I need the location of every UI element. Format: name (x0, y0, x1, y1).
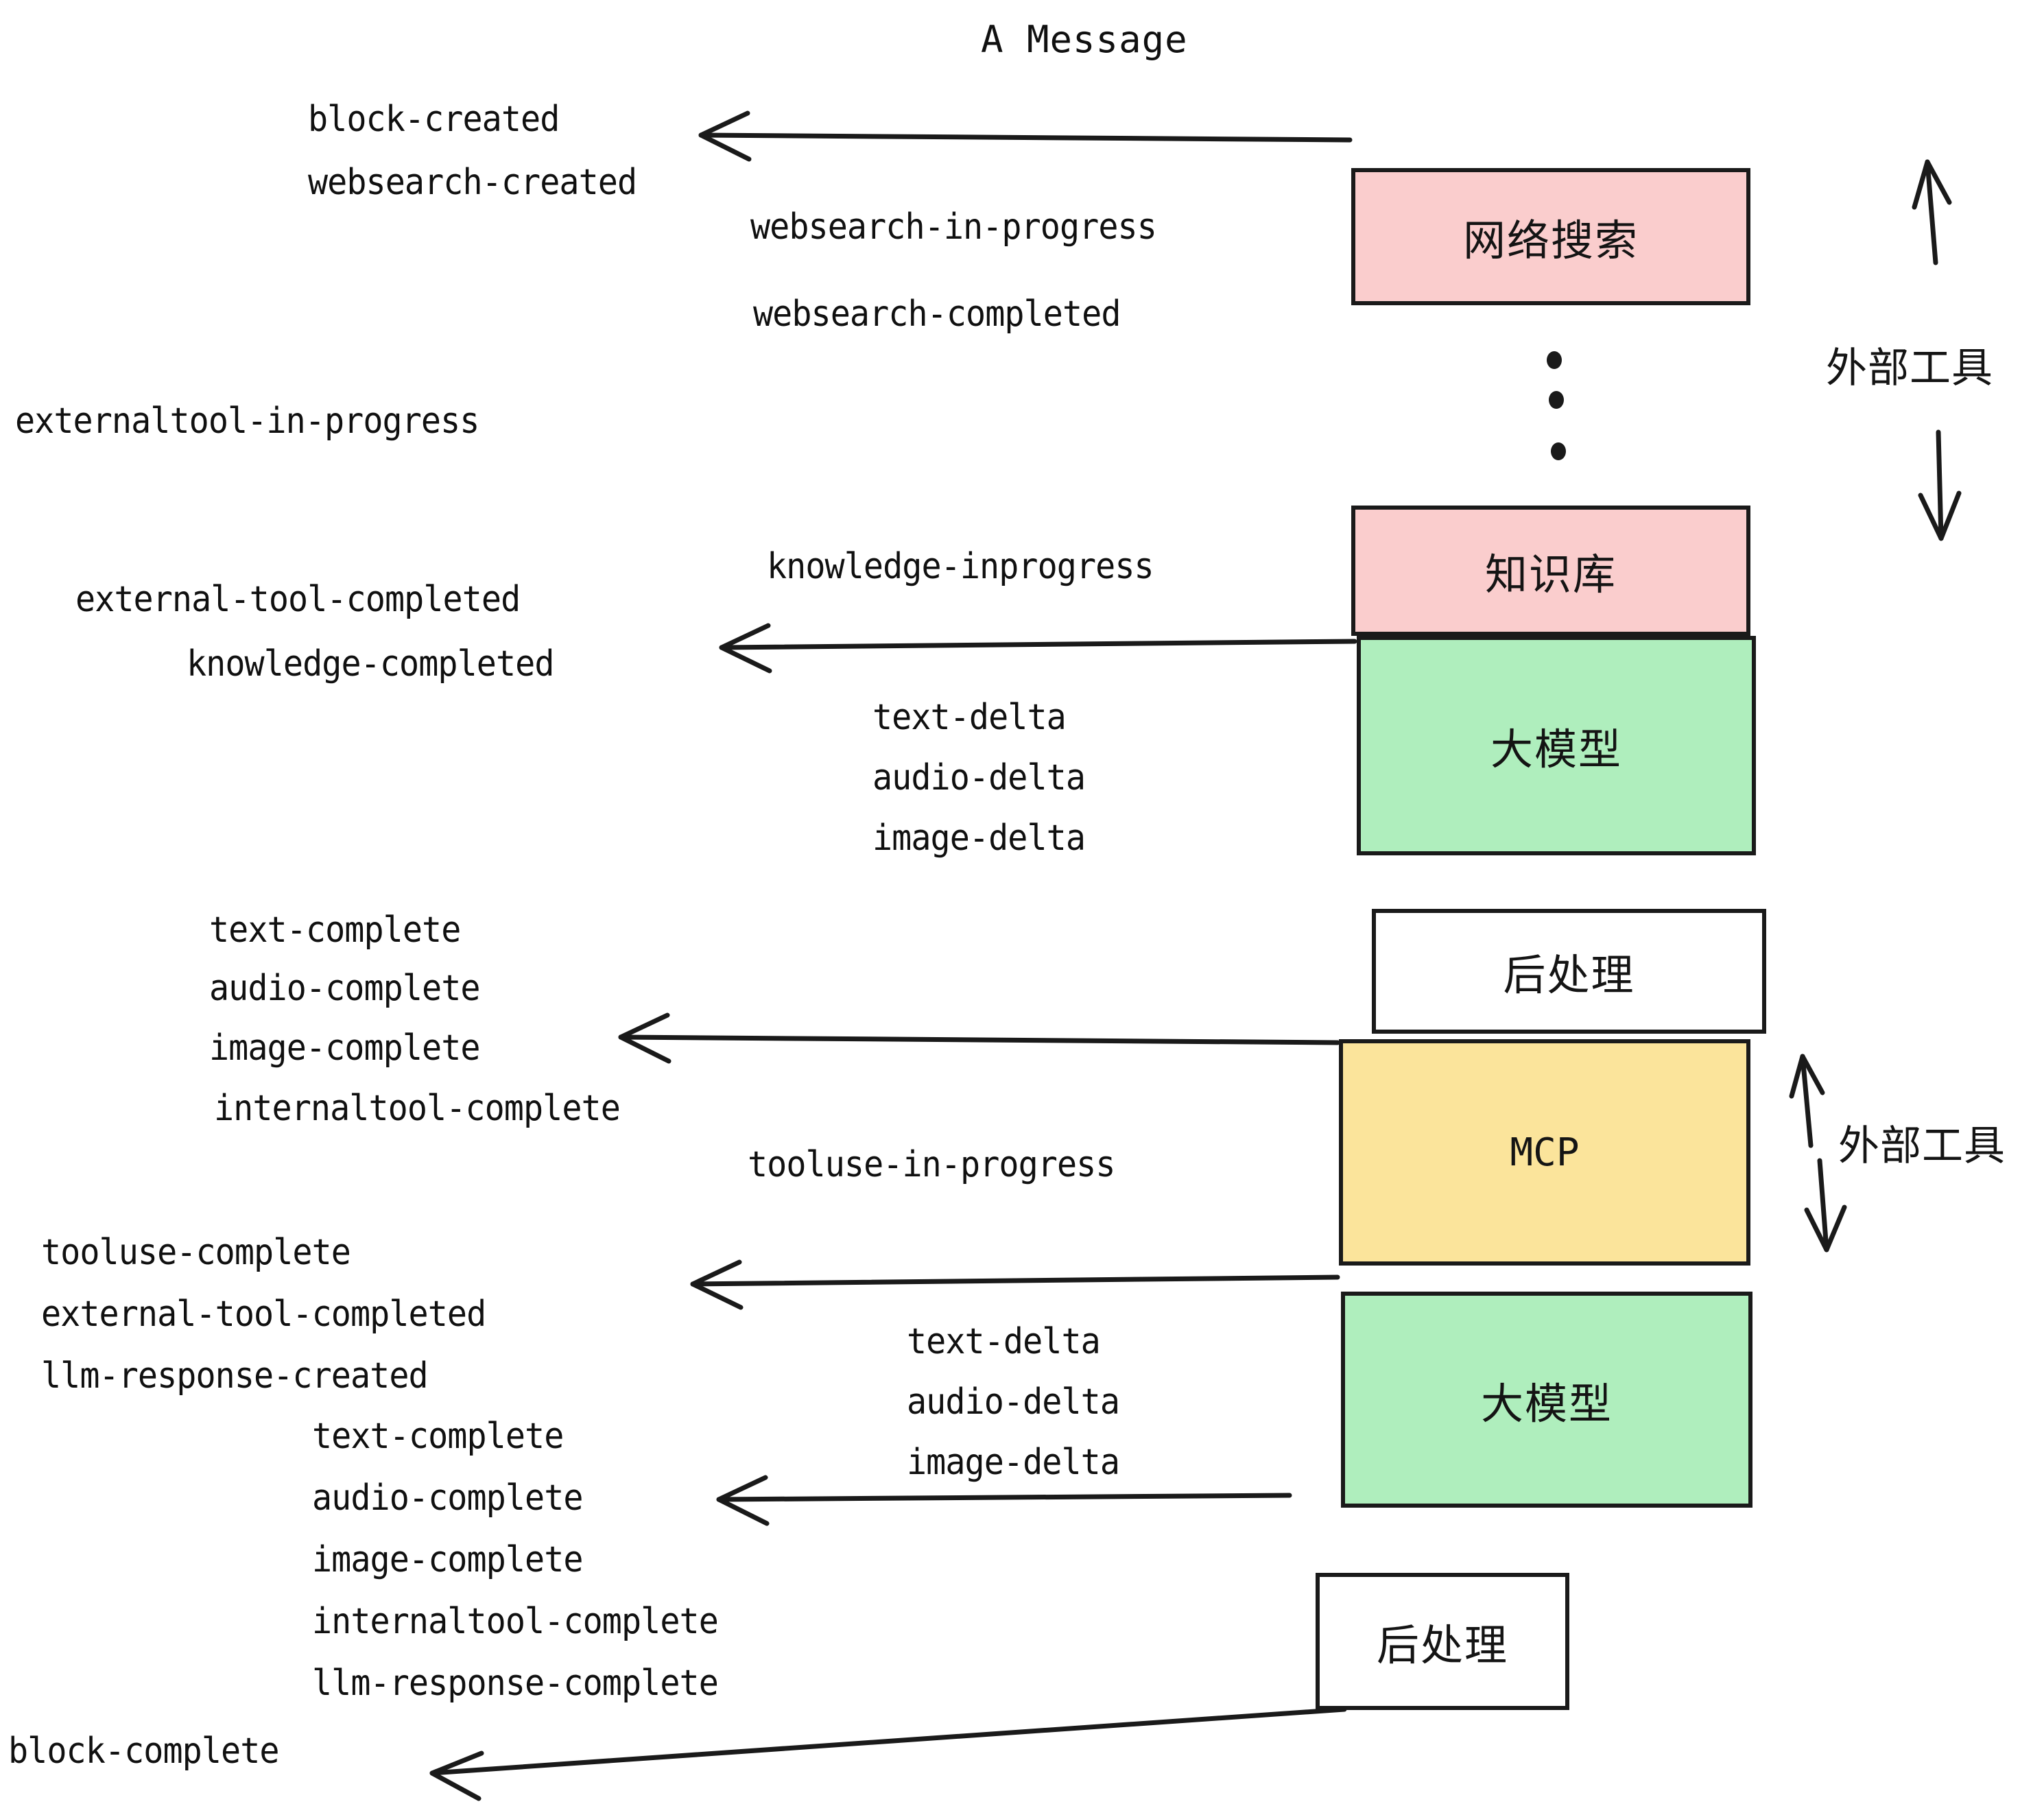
event-label-image-delta-1: image-delta (872, 818, 1086, 859)
ellipsis-dot-icon (1547, 351, 1562, 369)
arrow-external-tools-bottom-down (1804, 1158, 1847, 1253)
page-title: A Message (981, 18, 1188, 61)
box-postprocess-2-label: 后处理 (1376, 1620, 1508, 1670)
event-label-image-delta-2: image-delta (907, 1442, 1120, 1483)
box-postprocess-2[interactable]: 后处理 (1316, 1573, 1569, 1710)
box-postprocess-1-label: 后处理 (1503, 950, 1635, 1000)
event-label-external-tool-completed-1: external-tool-completed (75, 579, 521, 620)
event-label-text-delta-2: text-delta (907, 1321, 1101, 1362)
arrow-external-tools-bottom-up (1789, 1054, 1825, 1148)
event-label-knowledge-inprogress: knowledge-inprogress (767, 546, 1154, 587)
box-llm-2[interactable]: 大模型 (1341, 1292, 1752, 1508)
event-label-image-complete-2: image-complete (312, 1539, 584, 1580)
event-label-internaltool-complete-1: internaltool-complete (214, 1088, 621, 1129)
event-label-websearch-in-progress: websearch-in-progress (750, 206, 1157, 248)
event-label-knowledge-completed: knowledge-completed (187, 643, 554, 685)
event-label-image-complete-1: image-complete (209, 1028, 481, 1069)
event-label-text-delta-1: text-delta (872, 697, 1067, 738)
ellipsis-dot-icon (1549, 391, 1564, 409)
event-label-internaltool-complete-2: internaltool-complete (312, 1601, 719, 1642)
event-label-text-complete-2: text-complete (312, 1416, 564, 1457)
event-label-externaltool-in-progress: externaltool-in-progress (15, 401, 479, 442)
box-llm-1[interactable]: 大模型 (1357, 636, 1756, 855)
event-label-audio-delta-1: audio-delta (872, 757, 1086, 798)
box-mcp[interactable]: MCP (1339, 1039, 1750, 1266)
event-label-llm-response-created: llm-response-created (41, 1355, 429, 1397)
event-label-websearch-completed: websearch-completed (753, 294, 1121, 335)
arrow-external-tools-top-up (1912, 159, 1952, 265)
box-websearch-label: 网络搜索 (1462, 215, 1639, 265)
event-label-tooluse-complete: tooluse-complete (41, 1232, 351, 1273)
event-label-external-tool-completed-2: external-tool-completed (41, 1294, 486, 1335)
arrow-postprocess2-to-block-complete (429, 1707, 1347, 1801)
event-label-websearch-created: websearch-created (308, 162, 637, 203)
box-mcp-label: MCP (1510, 1130, 1580, 1175)
box-knowledge-label: 知识库 (1484, 549, 1617, 600)
arrow-llm1-to-knowledge-completed (719, 623, 1357, 674)
arrow-external-tools-top-down (1918, 429, 1962, 541)
side-label-external-tools-bottom: 外部工具 (1838, 1122, 2006, 1170)
box-knowledge[interactable]: 知识库 (1351, 506, 1750, 636)
box-websearch[interactable]: 网络搜索 (1351, 168, 1750, 305)
arrow-llm2-to-audio-complete (716, 1475, 1292, 1526)
arrow-websearch-to-block-created (698, 110, 1353, 162)
event-label-audio-delta-2: audio-delta (907, 1381, 1120, 1423)
box-postprocess-1[interactable]: 后处理 (1372, 909, 1766, 1034)
arrow-mcp-to-image-complete (618, 1012, 1340, 1064)
box-llm-2-label: 大模型 (1480, 1378, 1613, 1429)
event-label-text-complete-1: text-complete (209, 910, 461, 951)
event-label-block-complete: block-complete (8, 1731, 280, 1772)
ellipsis-dot-icon (1551, 442, 1566, 460)
event-label-audio-complete-2: audio-complete (312, 1477, 584, 1519)
arrow-llm2-to-tooluse-complete (690, 1259, 1340, 1310)
event-label-llm-response-complete: llm-response-complete (312, 1663, 719, 1704)
event-label-tooluse-in-progress: tooluse-in-progress (748, 1144, 1115, 1185)
event-label-audio-complete-1: audio-complete (209, 968, 481, 1009)
box-llm-1-label: 大模型 (1490, 724, 1622, 774)
side-label-external-tools-top: 外部工具 (1826, 344, 1993, 392)
event-label-block-created: block-created (308, 99, 560, 140)
